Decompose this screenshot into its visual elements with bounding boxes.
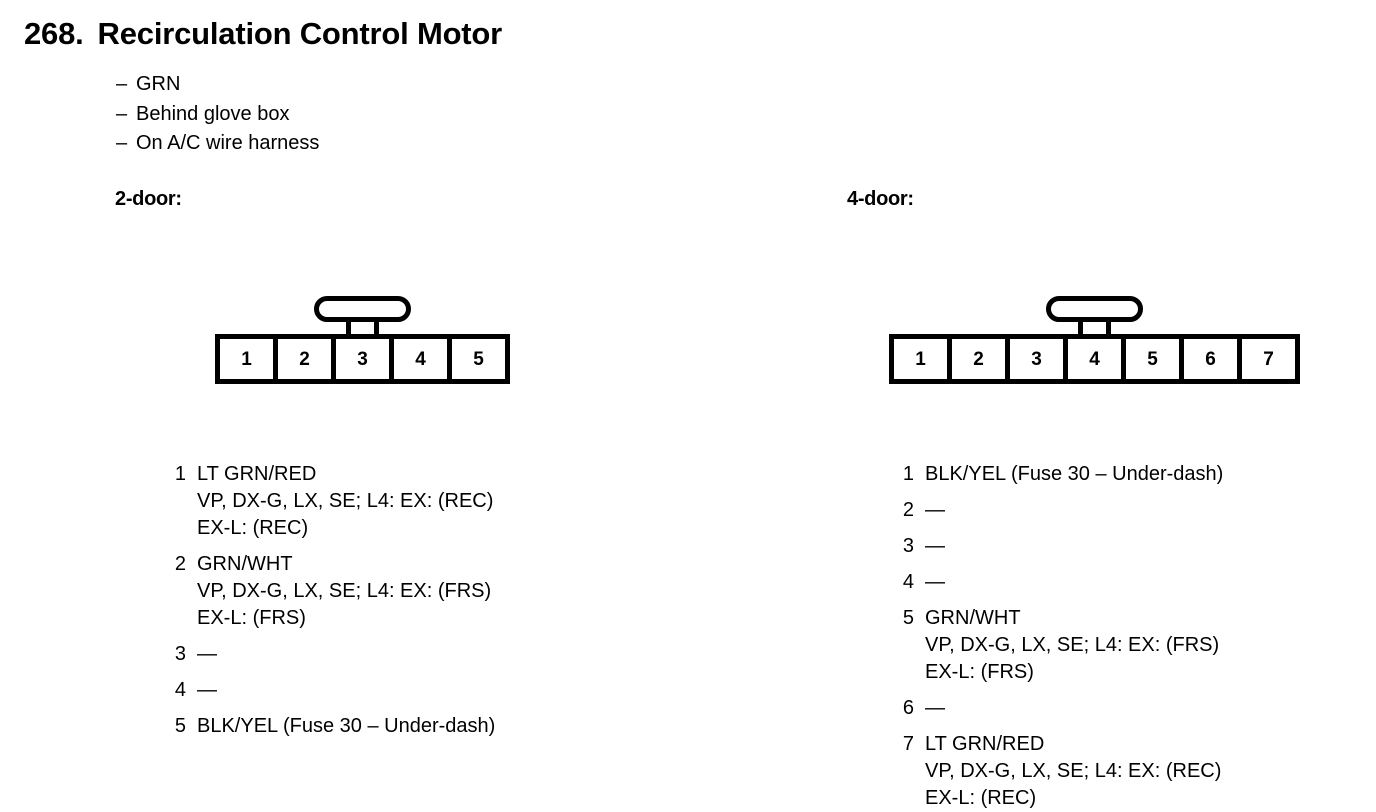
pin-description: LT GRN/RED VP, DX-G, LX, SE; L4: EX: (REC… [925, 731, 1221, 812]
pin-row: 5 GRN/WHT VP, DX-G, LX, SE; L4: EX: (FRS) E… [898, 605, 1223, 686]
header-note-text: On A/C wire harness [136, 132, 320, 154]
pin-list-2-door: 1 LT GRN/RED VP, DX-G, LX, SE; L4: EX: (RE… [170, 461, 495, 749]
bullet-dash-icon: – [116, 102, 128, 125]
pin-row: 2 GRN/WHT VP, DX-G, LX, SE; L4: EX: (FRS) E… [170, 551, 495, 632]
pin-description: GRN/WHT VP, DX-G, LX, SE; L4: EX: (FRS) EX… [925, 605, 1219, 686]
connector-pin-cell: 4 [394, 339, 447, 379]
connector-pin-cell: 5 [452, 339, 505, 379]
pin-wire-color: — [925, 697, 945, 719]
pin-number: 4 [902, 571, 914, 593]
pin-wire-color: BLK/YEL (Fuse 30 – Under-dash) [925, 463, 1224, 485]
header-note-text: Behind glove box [136, 102, 290, 125]
pin-row: 7 LT GRN/RED VP, DX-G, LX, SE; L4: EX: (RE… [898, 731, 1223, 812]
pin-description: LT GRN/RED VP, DX-G, LX, SE; L4: EX: (REC… [197, 461, 493, 542]
connector-latch-tab [314, 296, 411, 322]
pin-row: 4— [898, 569, 1223, 596]
pin-wire-color: — [197, 679, 217, 701]
pin-description: BLK/YEL (Fuse 30 – Under-dash) [197, 713, 495, 740]
pin-application-note: VP, DX-G, LX, SE; L4: EX: (FRS) [925, 634, 1220, 656]
connector-pin-cell: 6 [1184, 339, 1237, 379]
pin-description: — [197, 641, 217, 668]
pin-wire-color: — [925, 571, 945, 593]
pin-application-note: VP, DX-G, LX, SE; L4: EX: (FRS) [197, 580, 492, 602]
pin-description: — [925, 695, 945, 722]
connector-pin-cell: 3 [336, 339, 389, 379]
pin-number: 5 [902, 607, 914, 629]
connector-pin-cell: 1 [220, 339, 273, 379]
pin-application-note: VP, DX-G, LX, SE; L4: EX: (REC) [925, 760, 1222, 782]
pin-wire-color: LT GRN/RED [197, 463, 317, 485]
bullet-dash-icon: – [116, 132, 128, 154]
pin-description: BLK/YEL (Fuse 30 – Under-dash) [925, 461, 1223, 488]
pin-wire-color: — [925, 499, 945, 521]
pin-description: — [925, 497, 945, 524]
pin-description: — [925, 533, 945, 560]
header-note-item: –GRN [116, 70, 319, 100]
pin-row: 3— [170, 641, 495, 668]
connector-pin-cell: 2 [952, 339, 1005, 379]
connector-pin-cell: 3 [1010, 339, 1063, 379]
pin-application-note: EX-L: (FRS) [197, 607, 306, 629]
connector-pin-cell: 7 [1242, 339, 1295, 379]
pin-number: 1 [902, 463, 914, 485]
pin-application-note: EX-L: (FRS) [925, 661, 1034, 683]
connector-latch-tab [1046, 296, 1143, 322]
pin-row: 4— [170, 677, 495, 704]
pin-application-note: EX-L: (REC) [197, 517, 309, 539]
pin-wire-color: GRN/WHT [197, 553, 293, 575]
pin-row: 5 BLK/YEL (Fuse 30 – Under-dash) [170, 713, 495, 740]
pin-application-note: EX-L: (REC) [925, 787, 1037, 809]
pin-row: 3— [898, 533, 1223, 560]
pin-row: 2— [898, 497, 1223, 524]
variant-label-4-door: 4-door: [847, 188, 914, 210]
pin-number: 5 [174, 715, 186, 737]
pin-application-note: VP, DX-G, LX, SE; L4: EX: (REC) [197, 490, 494, 512]
pin-wire-color: — [197, 643, 217, 665]
pin-description: — [925, 569, 945, 596]
pin-wire-color: — [925, 535, 945, 557]
connector-pin-cell: 4 [1068, 339, 1121, 379]
header-note-item: –On A/C wire harness [116, 129, 319, 159]
pin-number: 6 [902, 697, 914, 719]
pin-number: 2 [902, 499, 914, 521]
section-number: 268. [24, 16, 84, 51]
pin-number: 3 [902, 535, 914, 557]
header-note-text: GRN [136, 73, 181, 95]
pin-wire-color: LT GRN/RED [925, 733, 1045, 755]
pin-description: GRN/WHT VP, DX-G, LX, SE; L4: EX: (FRS) EX… [197, 551, 491, 632]
section-title-text: Recirculation Control Motor [97, 16, 503, 51]
pin-row: 1 BLK/YEL (Fuse 30 – Under-dash) [898, 461, 1223, 488]
pin-description: — [197, 677, 217, 704]
bullet-dash-icon: – [116, 73, 128, 95]
header-note-item: –Behind glove box [116, 100, 319, 130]
pin-number: 1 [174, 463, 186, 485]
pin-row: 6— [898, 695, 1223, 722]
pin-number: 3 [174, 643, 186, 665]
pin-number: 7 [902, 733, 914, 755]
connector-pin-cell: 5 [1126, 339, 1179, 379]
variant-label-2-door: 2-door: [115, 188, 182, 210]
pin-wire-color: BLK/YEL (Fuse 30 – Under-dash) [197, 715, 496, 737]
pin-number: 2 [174, 553, 186, 575]
pin-wire-color: GRN/WHT [925, 607, 1021, 629]
pin-number: 4 [174, 679, 186, 701]
page-title: 268. Recirculation Control Motor [24, 16, 503, 51]
header-note-list: –GRN–Behind glove box–On A/C wire harnes… [116, 70, 319, 159]
connector-pin-cell: 2 [278, 339, 331, 379]
connector-pin-cell: 1 [894, 339, 947, 379]
pin-row: 1 LT GRN/RED VP, DX-G, LX, SE; L4: EX: (RE… [170, 461, 495, 542]
